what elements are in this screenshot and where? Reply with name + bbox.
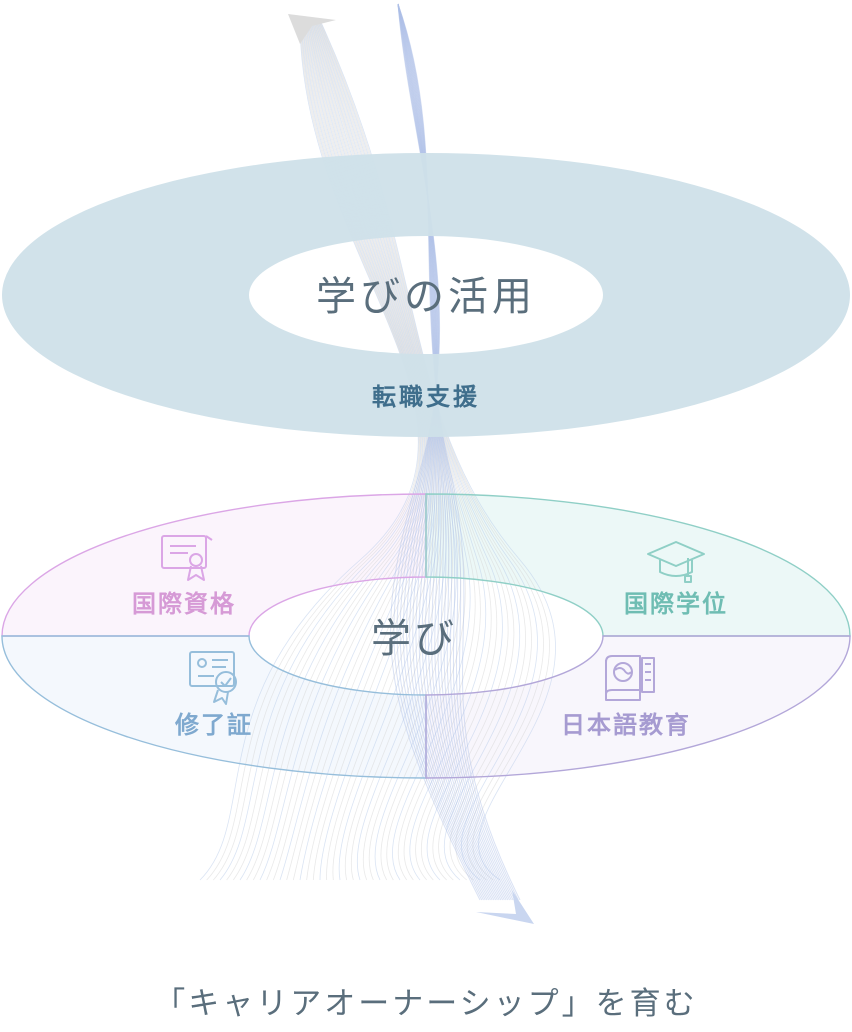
arrow-head-bottom-icon [476,890,534,924]
swirl-line [397,3,498,901]
segment-label-certificate: 修了証 [174,711,253,739]
segment-label-international-qualification: 国際資格 [132,590,236,618]
swirl-line [397,3,511,901]
upper-ring-title: 学びの活用 [316,274,536,320]
swirl-line [397,3,497,901]
arrow-head-top-icon [288,14,336,44]
swirl-line [397,3,490,901]
segment-label-japanese-education: 日本語教育 [561,711,691,739]
swirl-line [397,3,517,901]
swirl-line [397,3,500,901]
swirl-line [397,3,505,901]
certificate-icon [161,535,213,581]
swirl-line [397,3,504,901]
swirl-line [396,3,484,901]
segment-outline-certificate [1,635,427,779]
swirl-line [397,3,512,901]
segment-fill-international-degree [426,494,850,636]
upper-ring-label: 転職支援 [372,383,480,411]
segment-outline-japanese-education [425,635,851,779]
lower-ring-title: 学び [371,616,457,662]
lower-ring-outlines [1,493,851,779]
swirl-line [397,3,495,901]
diploma-badge-icon [189,651,237,705]
book-globe-icon [605,655,655,701]
segment-label-international-degree: 国際学位 [624,590,728,618]
swirl-line [393,3,483,901]
upper-ring [2,153,850,437]
segment-outline-international-qualification [1,493,427,637]
swirl-line [397,3,502,901]
segment-fill-japanese-education [426,636,850,778]
swirl-line [397,3,521,901]
swirl-line [397,3,519,901]
graduation-cap-icon [647,541,705,583]
swirl-line [397,3,493,901]
lower-ring [2,494,850,778]
segment-fill-certificate [2,636,426,778]
segment-outline-international-degree [425,493,851,637]
tagline: 「キャリアオーナーシップ」を育む [154,986,697,1022]
swirl-line [390,3,481,901]
swirl-line [397,3,488,901]
swirl-line [397,3,509,901]
segment-fill-international-qualification [2,494,426,636]
swirl-line [397,3,514,901]
swirl-line [397,3,516,901]
swirl-line [397,3,486,901]
swirl-line [397,3,507,901]
